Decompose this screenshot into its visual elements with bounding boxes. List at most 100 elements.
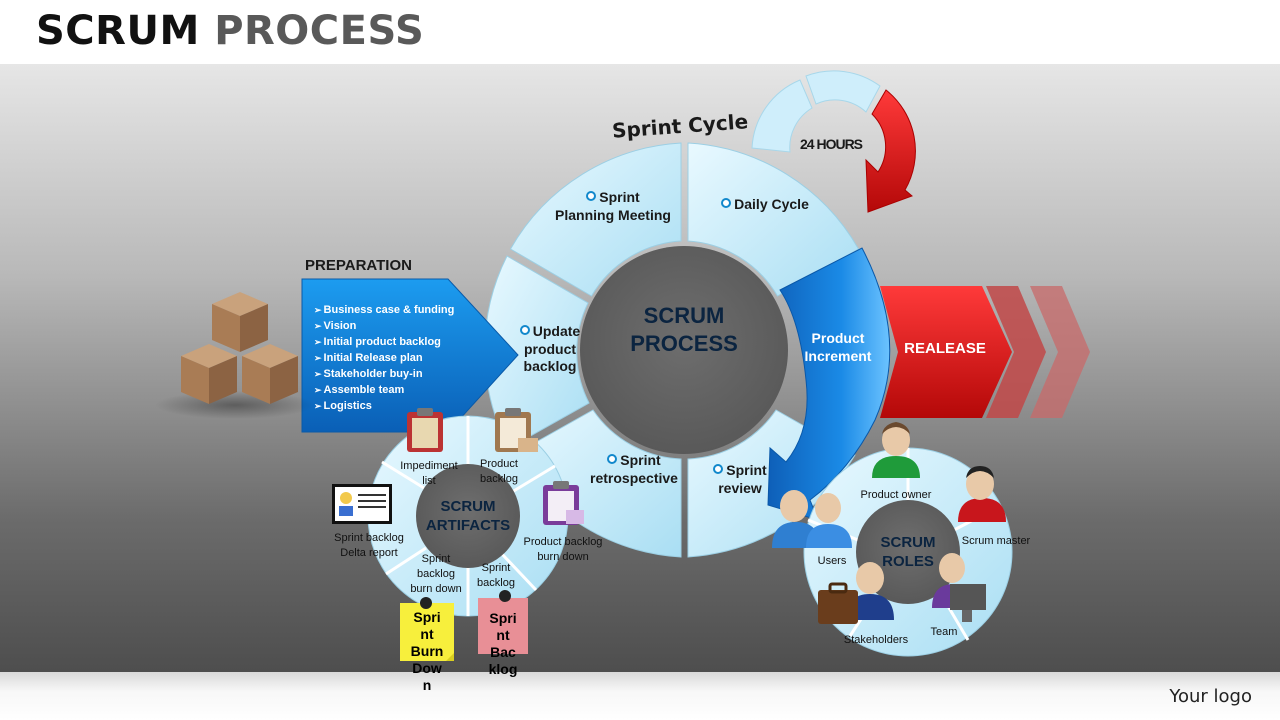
scrum-master-label: Scrum master [961,535,1031,547]
sb-burndown-label: Sprint backlog burn down [402,552,470,597]
clipboard-icon [407,408,443,452]
pb-line1: Product [480,458,518,470]
title-bold: SCRUM [36,8,200,54]
center-line1: SCRUM [643,303,725,328]
person-icon-green [872,422,920,478]
roles-line1: SCRUM [880,534,936,551]
title-rest: PROCESS [214,8,425,54]
yn-4: Dow [412,660,442,676]
clipboard-icon [495,408,538,452]
segment-planning [509,142,682,297]
roles-center: SCRUM ROLES [864,534,952,572]
sb-line2: backlog [477,576,515,589]
preparation-heading: PREPARATION [305,257,412,274]
boxes-icon [155,292,315,419]
pb-line2: backlog [480,472,518,485]
person-icon-red [958,466,1006,522]
planning-line1: Sprint [586,189,639,205]
retro-line2: retrospective [590,469,678,486]
person-icon-purple [932,553,986,622]
yn-1: Spri [413,609,441,625]
release-arrows [880,286,1090,418]
clipboard-icon [543,481,584,525]
release-label: REALEASE [904,340,986,357]
increment-label: Product Increment [792,330,884,365]
review-line1: Sprint [713,462,766,478]
pbb-line2: burn down [537,550,589,563]
preparation-list: Business case & funding Vision Initial p… [314,302,455,414]
increment-line1: Product [811,330,865,346]
hours-label: 24 HOURS [800,136,863,152]
artifacts-center: SCRUM ARTIFACTS [420,498,516,536]
stakeholders-label: Stakeholders [843,634,909,646]
sprint-backlog-label: Sprint backlog [470,561,522,591]
impediment-line1: Impediment [400,460,458,472]
delta-report-label: Sprint backlog Delta report [324,531,414,561]
product-backlog-label: Product backlog [470,457,528,487]
impediment-label: Impediment list [392,459,466,489]
artifacts-ring [367,415,569,617]
yn-5: n [422,677,432,693]
sb-line1: Sprint [481,562,511,574]
planning-label: Sprint Planning Meeting [548,189,678,224]
yn-3: Burn [410,643,444,659]
logo-placeholder: Your logo [1169,686,1252,707]
roles-line2: ROLES [882,552,934,570]
center-label: SCRUM PROCESS [614,302,754,357]
release-arrow [880,286,1012,418]
segment-daily [687,142,860,297]
pn-1: Spri [489,610,517,626]
delta-line2: Delta report [340,546,398,559]
report-icon [332,484,392,524]
update-line3: backlog [523,358,577,374]
update-line2: product [523,340,577,357]
review-label: Sprint review [700,462,780,497]
daily-text: Daily Cycle [721,196,809,212]
retro-line1: Sprint [607,452,660,468]
sticky-note-yellow-text: Spri nt Burn Dow n [400,609,454,694]
prep-item: Business case & funding [314,302,455,318]
increment-line2: Increment [804,347,872,364]
artifacts-line1: SCRUM [440,498,496,515]
person-icon-navy [818,562,894,624]
impediment-line2: list [422,474,436,487]
footer-bar [0,672,1280,720]
review-line2: review [718,479,762,496]
yn-2: nt [420,626,434,642]
pn-3: Bac [490,644,516,660]
prep-item: Vision [314,318,454,334]
prep-item: Initial product backlog [314,334,454,350]
prep-item: Stakeholder buy-in [314,366,454,382]
daily-label: Daily Cycle [710,196,820,214]
update-line1: Update [520,323,580,339]
artifacts-line2: ARTIFACTS [425,516,511,534]
pb-burndown-label: Product backlog burn down [516,535,610,565]
update-label: Update product backlog [505,323,595,376]
person-icon-blue [772,490,852,548]
sticky-note-yellow [400,597,454,661]
sticky-note-pink [478,590,528,654]
sticky-note-pink-text: Spri nt Bac klog [478,610,528,678]
prep-item: Assemble team [314,382,454,398]
sbb-line2: backlog [417,567,455,580]
retrospective-label: Sprint retrospective [584,452,684,487]
page-title: SCRUM PROCESS [36,8,424,54]
sbb-line3: burn down [410,582,462,595]
header-bar: SCRUM PROCESS [0,0,1280,64]
prep-item: Logistics [314,398,454,414]
users-label: Users [817,555,847,567]
pn-2: nt [496,627,510,643]
sbb-line1: Sprint [421,553,451,565]
team-label: Team [930,626,958,638]
pbb-line1: Product backlog [523,536,603,548]
center-disc [580,246,788,454]
center-line2: PROCESS [630,330,738,356]
daily-loop [751,70,916,213]
sprint-ring [484,142,891,558]
planning-line2: Planning Meeting [555,206,671,223]
pn-4: klog [488,661,518,677]
segment-increment [767,247,891,521]
segment-update [484,255,590,449]
delta-line1: Sprint backlog [334,532,404,544]
